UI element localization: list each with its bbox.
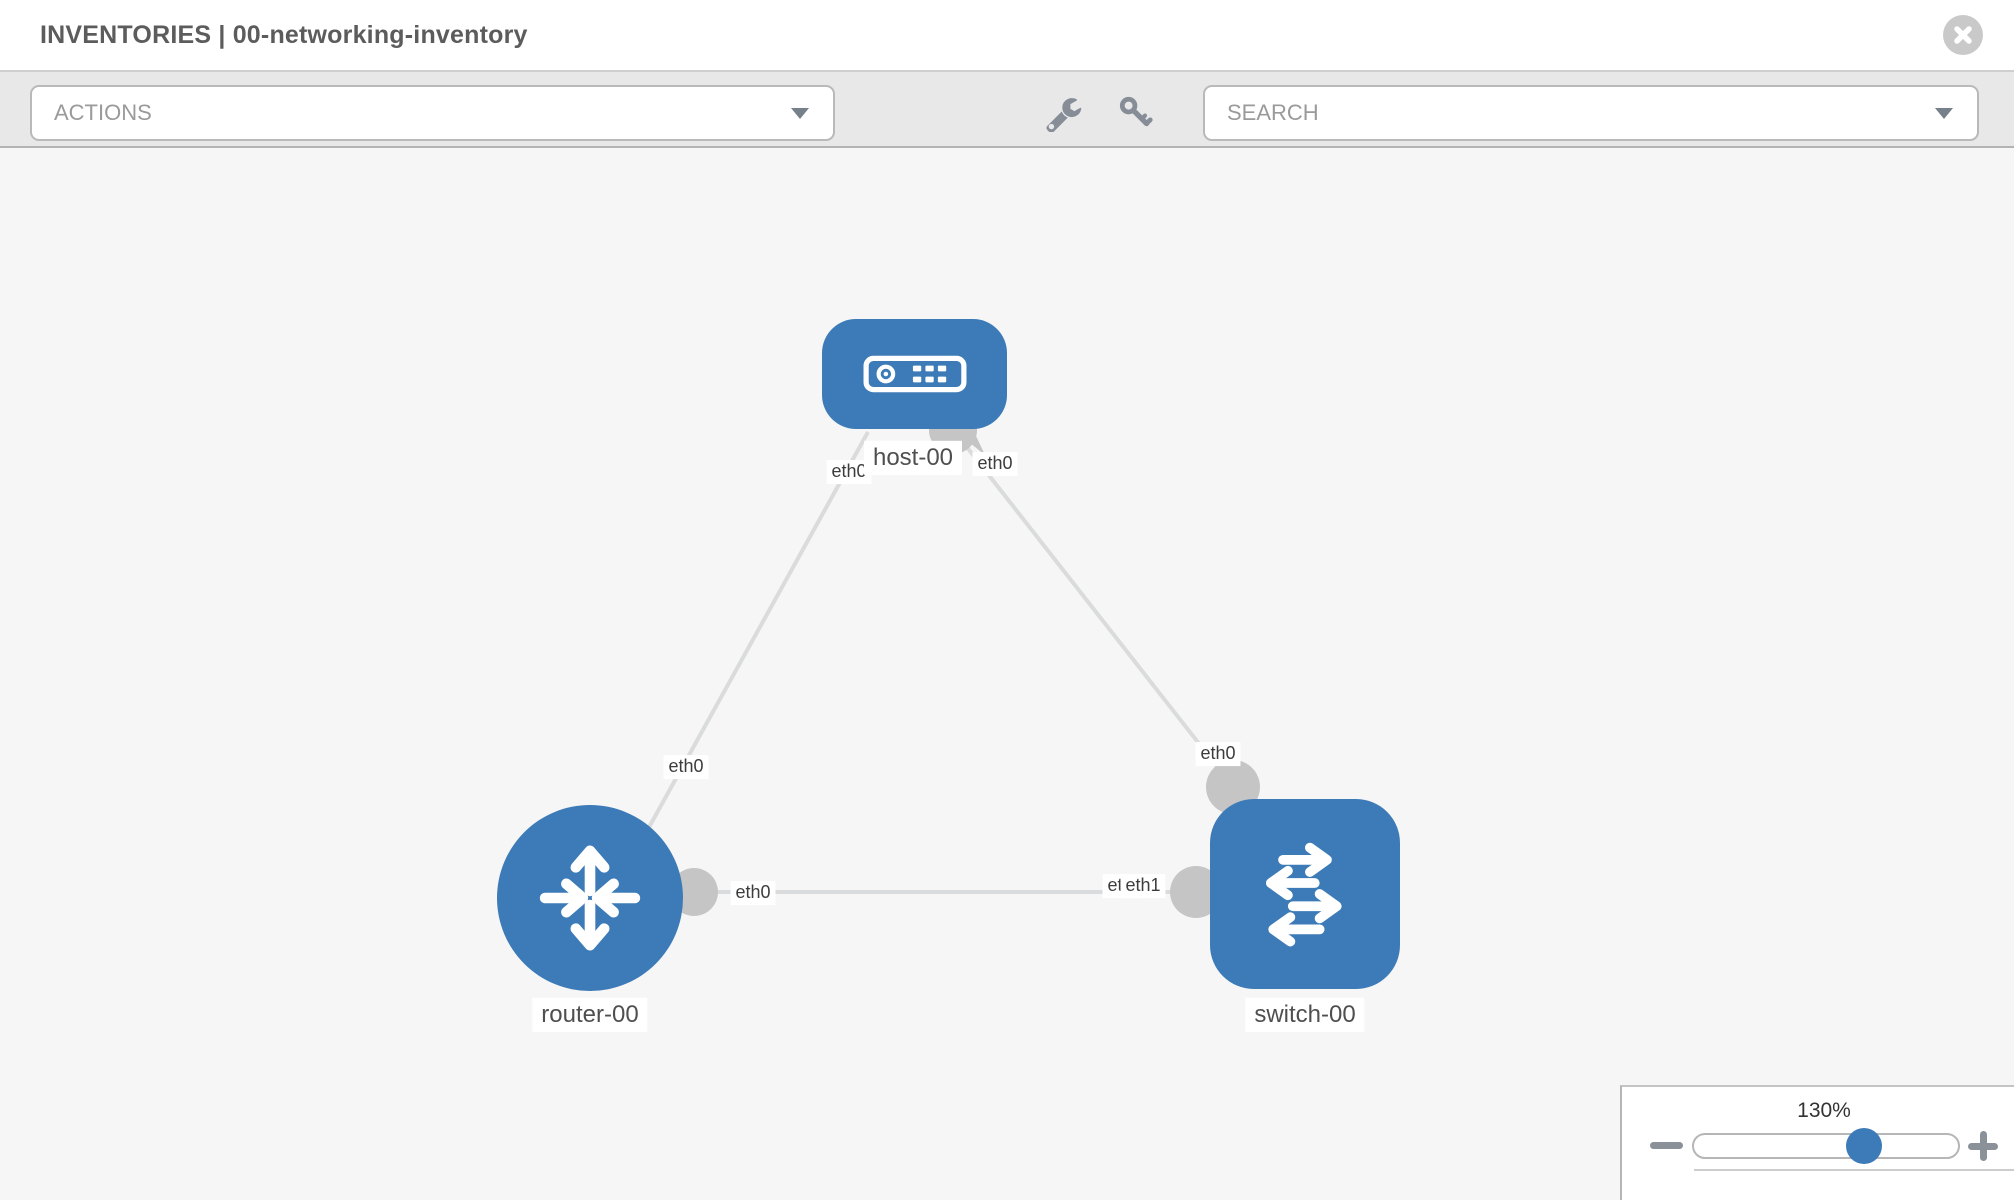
page-title: INVENTORIES | 00-networking-inventory bbox=[40, 20, 528, 49]
search-placeholder: SEARCH bbox=[1227, 100, 1319, 125]
interface-connector-switch-left[interactable] bbox=[1170, 866, 1222, 918]
node-switch-00[interactable] bbox=[1210, 799, 1400, 989]
close-button[interactable] bbox=[1943, 15, 1983, 55]
interface-label: eth0 bbox=[730, 881, 776, 905]
zoom-level-value: 130% bbox=[1797, 1099, 1851, 1122]
plus-icon-bar bbox=[1979, 1131, 1987, 1161]
zoom-panel-divider bbox=[1694, 1169, 2014, 1171]
node-host-00[interactable] bbox=[822, 319, 1007, 429]
interface-label: eth0 bbox=[663, 755, 709, 779]
topology-edges bbox=[620, 406, 1260, 918]
zoom-slider-track[interactable] bbox=[1692, 1133, 1960, 1159]
search-dropdown[interactable]: SEARCH bbox=[1203, 85, 1979, 141]
actions-dropdown-label: ACTIONS bbox=[54, 100, 152, 125]
link-host-switch[interactable] bbox=[953, 430, 1235, 789]
node-label-router: router-00 bbox=[532, 997, 648, 1033]
chevron-down-icon bbox=[1935, 108, 1953, 119]
zoom-slider-knob[interactable] bbox=[1846, 1128, 1882, 1164]
link-host-router[interactable] bbox=[620, 431, 870, 877]
zoom-out-button minus-icon[interactable] bbox=[1650, 1142, 1683, 1149]
header: INVENTORIES | 00-networking-inventory bbox=[0, 0, 2014, 72]
node-label-host: host-00 bbox=[863, 440, 963, 476]
key-icon[interactable] bbox=[1117, 94, 1155, 132]
chevron-down-icon bbox=[791, 108, 809, 119]
topology-canvas[interactable]: eth0 eth0 eth0 eth0 eth0 eth0 eth1 host-… bbox=[0, 148, 2014, 1200]
interface-label: eth0 bbox=[972, 452, 1018, 476]
node-label-switch: switch-00 bbox=[1245, 997, 1365, 1033]
actions-dropdown[interactable]: ACTIONS bbox=[30, 85, 835, 141]
zoom-widget: 130% bbox=[1620, 1085, 2014, 1200]
toolbar: ACTIONS SEARCH bbox=[0, 72, 2014, 148]
switch-icon bbox=[1265, 842, 1342, 947]
router-icon bbox=[539, 845, 641, 951]
close-icon bbox=[1954, 26, 1972, 44]
interface-label: eth1 bbox=[1120, 874, 1166, 898]
node-router-00[interactable] bbox=[497, 805, 683, 991]
interface-label: eth0 bbox=[1195, 742, 1241, 766]
interface-label: eth0 bbox=[826, 460, 872, 484]
zoom-in-button plus-icon[interactable] bbox=[1968, 1131, 1998, 1161]
host-icon bbox=[863, 355, 966, 393]
wrench-icon[interactable] bbox=[1046, 94, 1084, 132]
